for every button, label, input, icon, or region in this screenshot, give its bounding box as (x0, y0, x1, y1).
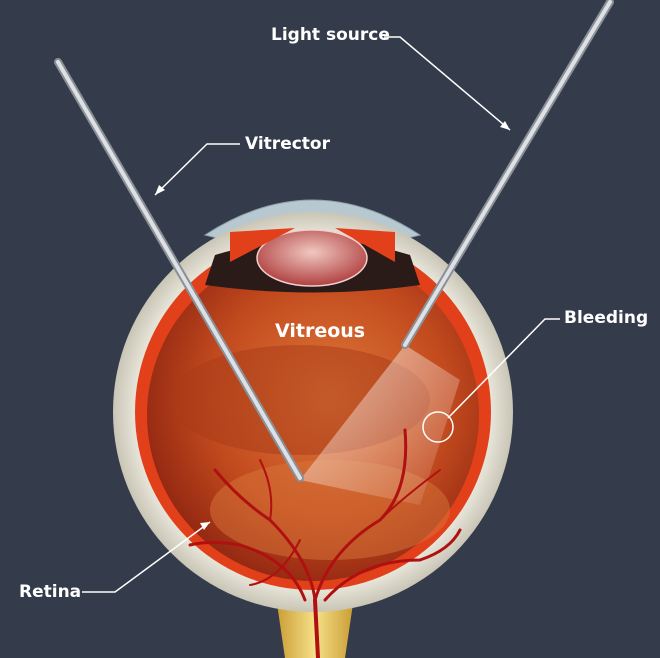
vitrector-label: Vitrector (245, 134, 330, 154)
light-beam (300, 345, 460, 505)
bleeding-marker (422, 411, 454, 443)
bleeding-label: Bleeding (564, 308, 649, 328)
lens (256, 229, 368, 287)
retinal-vessels (188, 428, 462, 658)
light-source-instrument (401, 0, 614, 349)
light-source-leader (384, 36, 511, 131)
vitrector-instrument (54, 58, 304, 482)
retina-leader (82, 521, 211, 593)
bleeding-leader (447, 318, 560, 419)
vitreous-label: Vitreous (275, 320, 366, 342)
retina-label: Retina (19, 582, 82, 602)
vitrector-leader (154, 143, 240, 196)
light-source-label: Light source (271, 25, 390, 45)
